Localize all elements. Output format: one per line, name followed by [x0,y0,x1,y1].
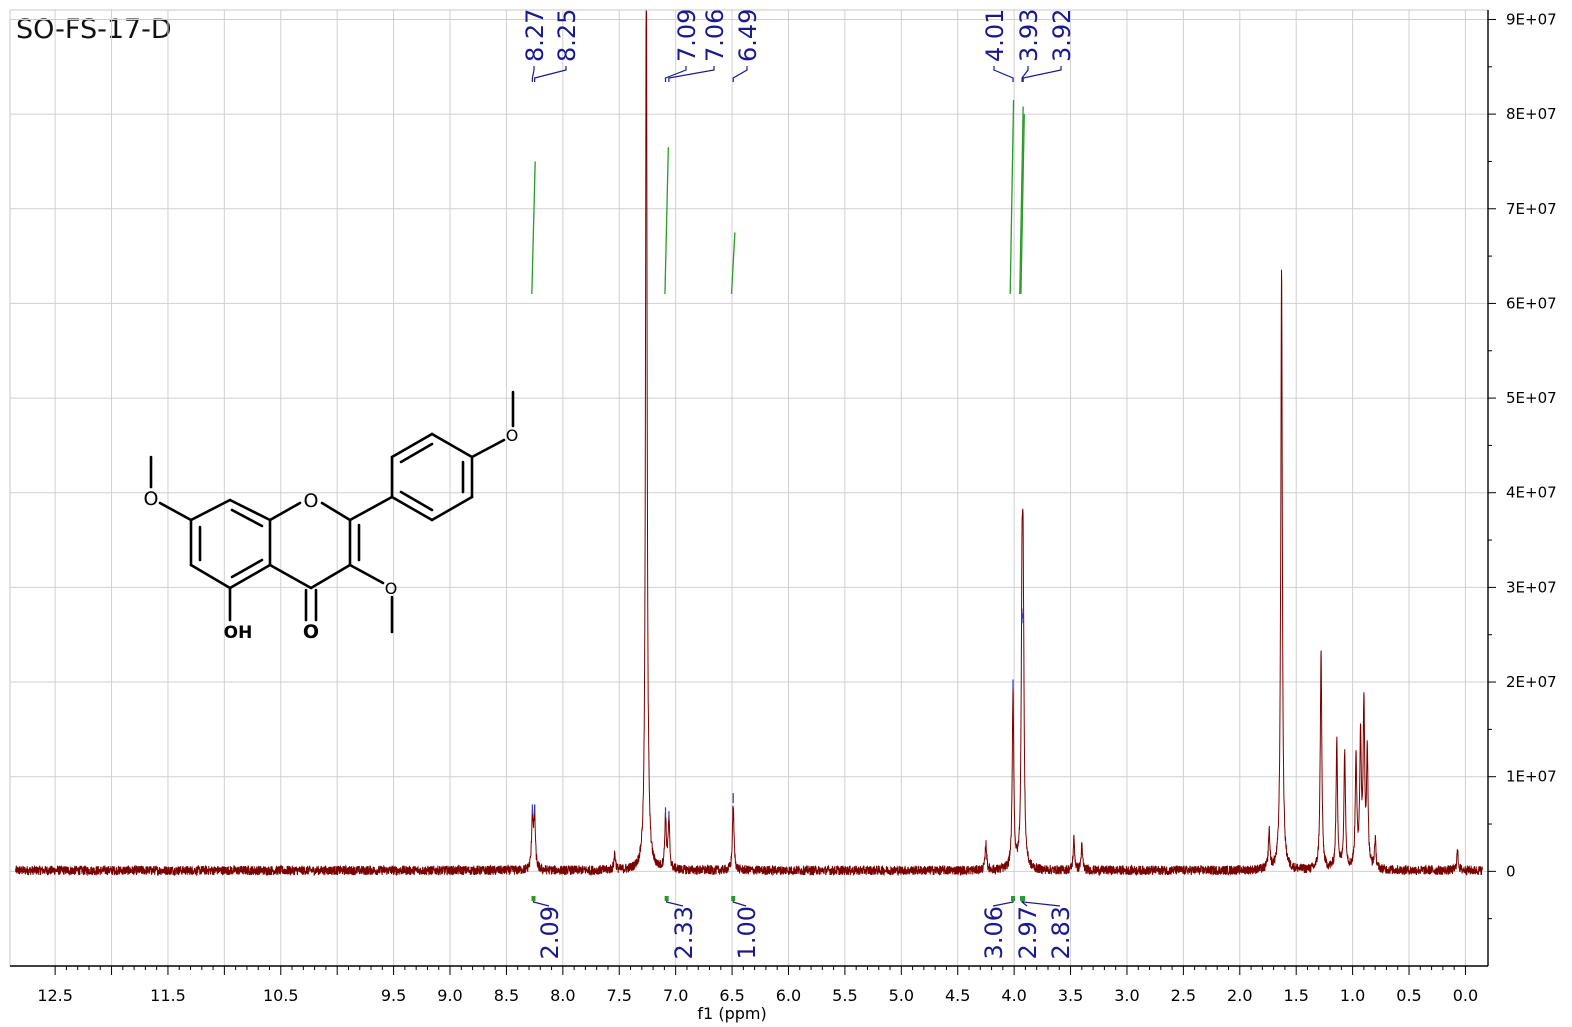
x-tick-label: 4.0 [1001,986,1026,1005]
y-tick-label: 4E+07 [1506,484,1557,502]
axes: 12.5 11.5 10.5 9.5 9.0 8.5 8.0 7.5 7.0 6.5 6.0 5.5 5… [9,9,1557,1023]
atom-o-carbonyl: O [303,621,319,643]
molecule-structure [149,390,515,634]
x-tick-label: 3.5 [1058,986,1083,1005]
x-tick-label: 11.5 [150,986,186,1005]
peak-shift-label: 7.09 [673,9,701,62]
x-tick-label: 5.5 [832,986,857,1005]
peak-label-connector [531,66,535,82]
peak-shift-label: 7.06 [701,9,729,62]
peak-label-connector [1021,66,1029,82]
spectrum-layer [15,9,1483,877]
x-tick-label: 1.0 [1340,986,1365,1005]
x-tick-label: 12.5 [37,986,73,1005]
peak-shift-label: 6.49 [734,9,762,62]
x-tick-label: 2.5 [1171,986,1196,1005]
integral-value-label: 1.00 [733,906,761,959]
integral-label-connector [666,896,684,907]
y-tick-label: 2E+07 [1506,673,1557,691]
x-tick-label: 0.0 [1453,986,1478,1005]
x-tick-label: 6.0 [776,986,801,1005]
peak-shift-label: 3.92 [1048,9,1076,62]
x-tick-label: 8.5 [494,986,519,1005]
integral-label-connector [992,896,1014,907]
y-tick-label: 7E+07 [1506,200,1557,218]
integral-value-label: 2.33 [670,906,698,959]
integral-range-marker [531,896,536,901]
peak-label-connector [732,66,748,82]
integral-range-marker [1011,896,1016,901]
integral-curve [1009,99,1015,294]
integral-value-label: 3.06 [980,906,1008,959]
x-tick-label: 8.0 [550,986,575,1005]
integral-range-marker [664,896,669,901]
integral-value-label: 2.97 [1014,906,1042,959]
x-tick-label: 10.5 [263,986,299,1005]
peak-label-connector [664,66,687,82]
atom-oh: OH [224,623,253,643]
integral-value-label: 2.09 [536,906,564,959]
x-tick-label: 7.5 [607,986,632,1005]
integral-value-label: 2.83 [1047,906,1075,959]
peak-label-connector [668,66,715,82]
x-tick-label: 5.0 [889,986,914,1005]
x-tick-label: 3.0 [1114,986,1139,1005]
x-tick-label: 0.5 [1396,986,1421,1005]
x-tick-label: 7.0 [663,986,688,1005]
grid [10,10,1488,966]
x-axis-label: f1 (ppm) [697,1004,766,1023]
x-tick-label: 4.5 [945,986,970,1005]
y-tick-label: 3E+07 [1506,578,1557,596]
peak-label-connector [534,66,567,82]
x-tick-label: 2.0 [1227,986,1252,1005]
peak-shift-label: 4.01 [981,9,1009,62]
plot-frame [9,9,1489,967]
integral-range-marker [731,896,736,901]
integral-range-marker [1021,896,1026,901]
atom-o-methoxy-7: O [144,488,159,510]
y-tick-label: 8E+07 [1506,105,1557,123]
integral-curve [1020,114,1025,294]
y-tick-label: 5E+07 [1506,389,1557,407]
peak-label-connector [993,66,1014,82]
atom-o-methoxy-3: O [385,579,398,598]
peak-shift-label: 3.93 [1015,9,1043,62]
integral-curve [730,232,736,294]
molecule-atom-labels: O O OH O O O [144,426,519,643]
y-tick-label: 9E+07 [1506,10,1557,28]
spectrum-trace [15,9,1483,877]
atom-o-methoxy-4p: O [506,426,519,445]
integral-curve [664,147,669,294]
x-tick-label: 9.5 [381,986,406,1005]
peak-shift-label: 8.27 [521,9,549,62]
x-tick-label: 6.5 [719,986,744,1005]
integral-curves [531,99,1025,294]
integral-curve [1019,106,1024,294]
integral-label-connector [1022,896,1061,907]
integral-curve [531,161,536,294]
y-tick-label: 6E+07 [1506,294,1557,312]
y-tick-label: 0 [1506,862,1516,880]
x-tick-label: 1.5 [1283,986,1308,1005]
atom-o-ring: O [304,490,319,512]
integral-label-connector [532,896,550,907]
peak-shift-label: 8.25 [553,9,581,62]
y-tick-label: 1E+07 [1506,768,1557,786]
peak-label-connector [1022,66,1062,82]
x-tick-label: 9.0 [437,986,462,1005]
